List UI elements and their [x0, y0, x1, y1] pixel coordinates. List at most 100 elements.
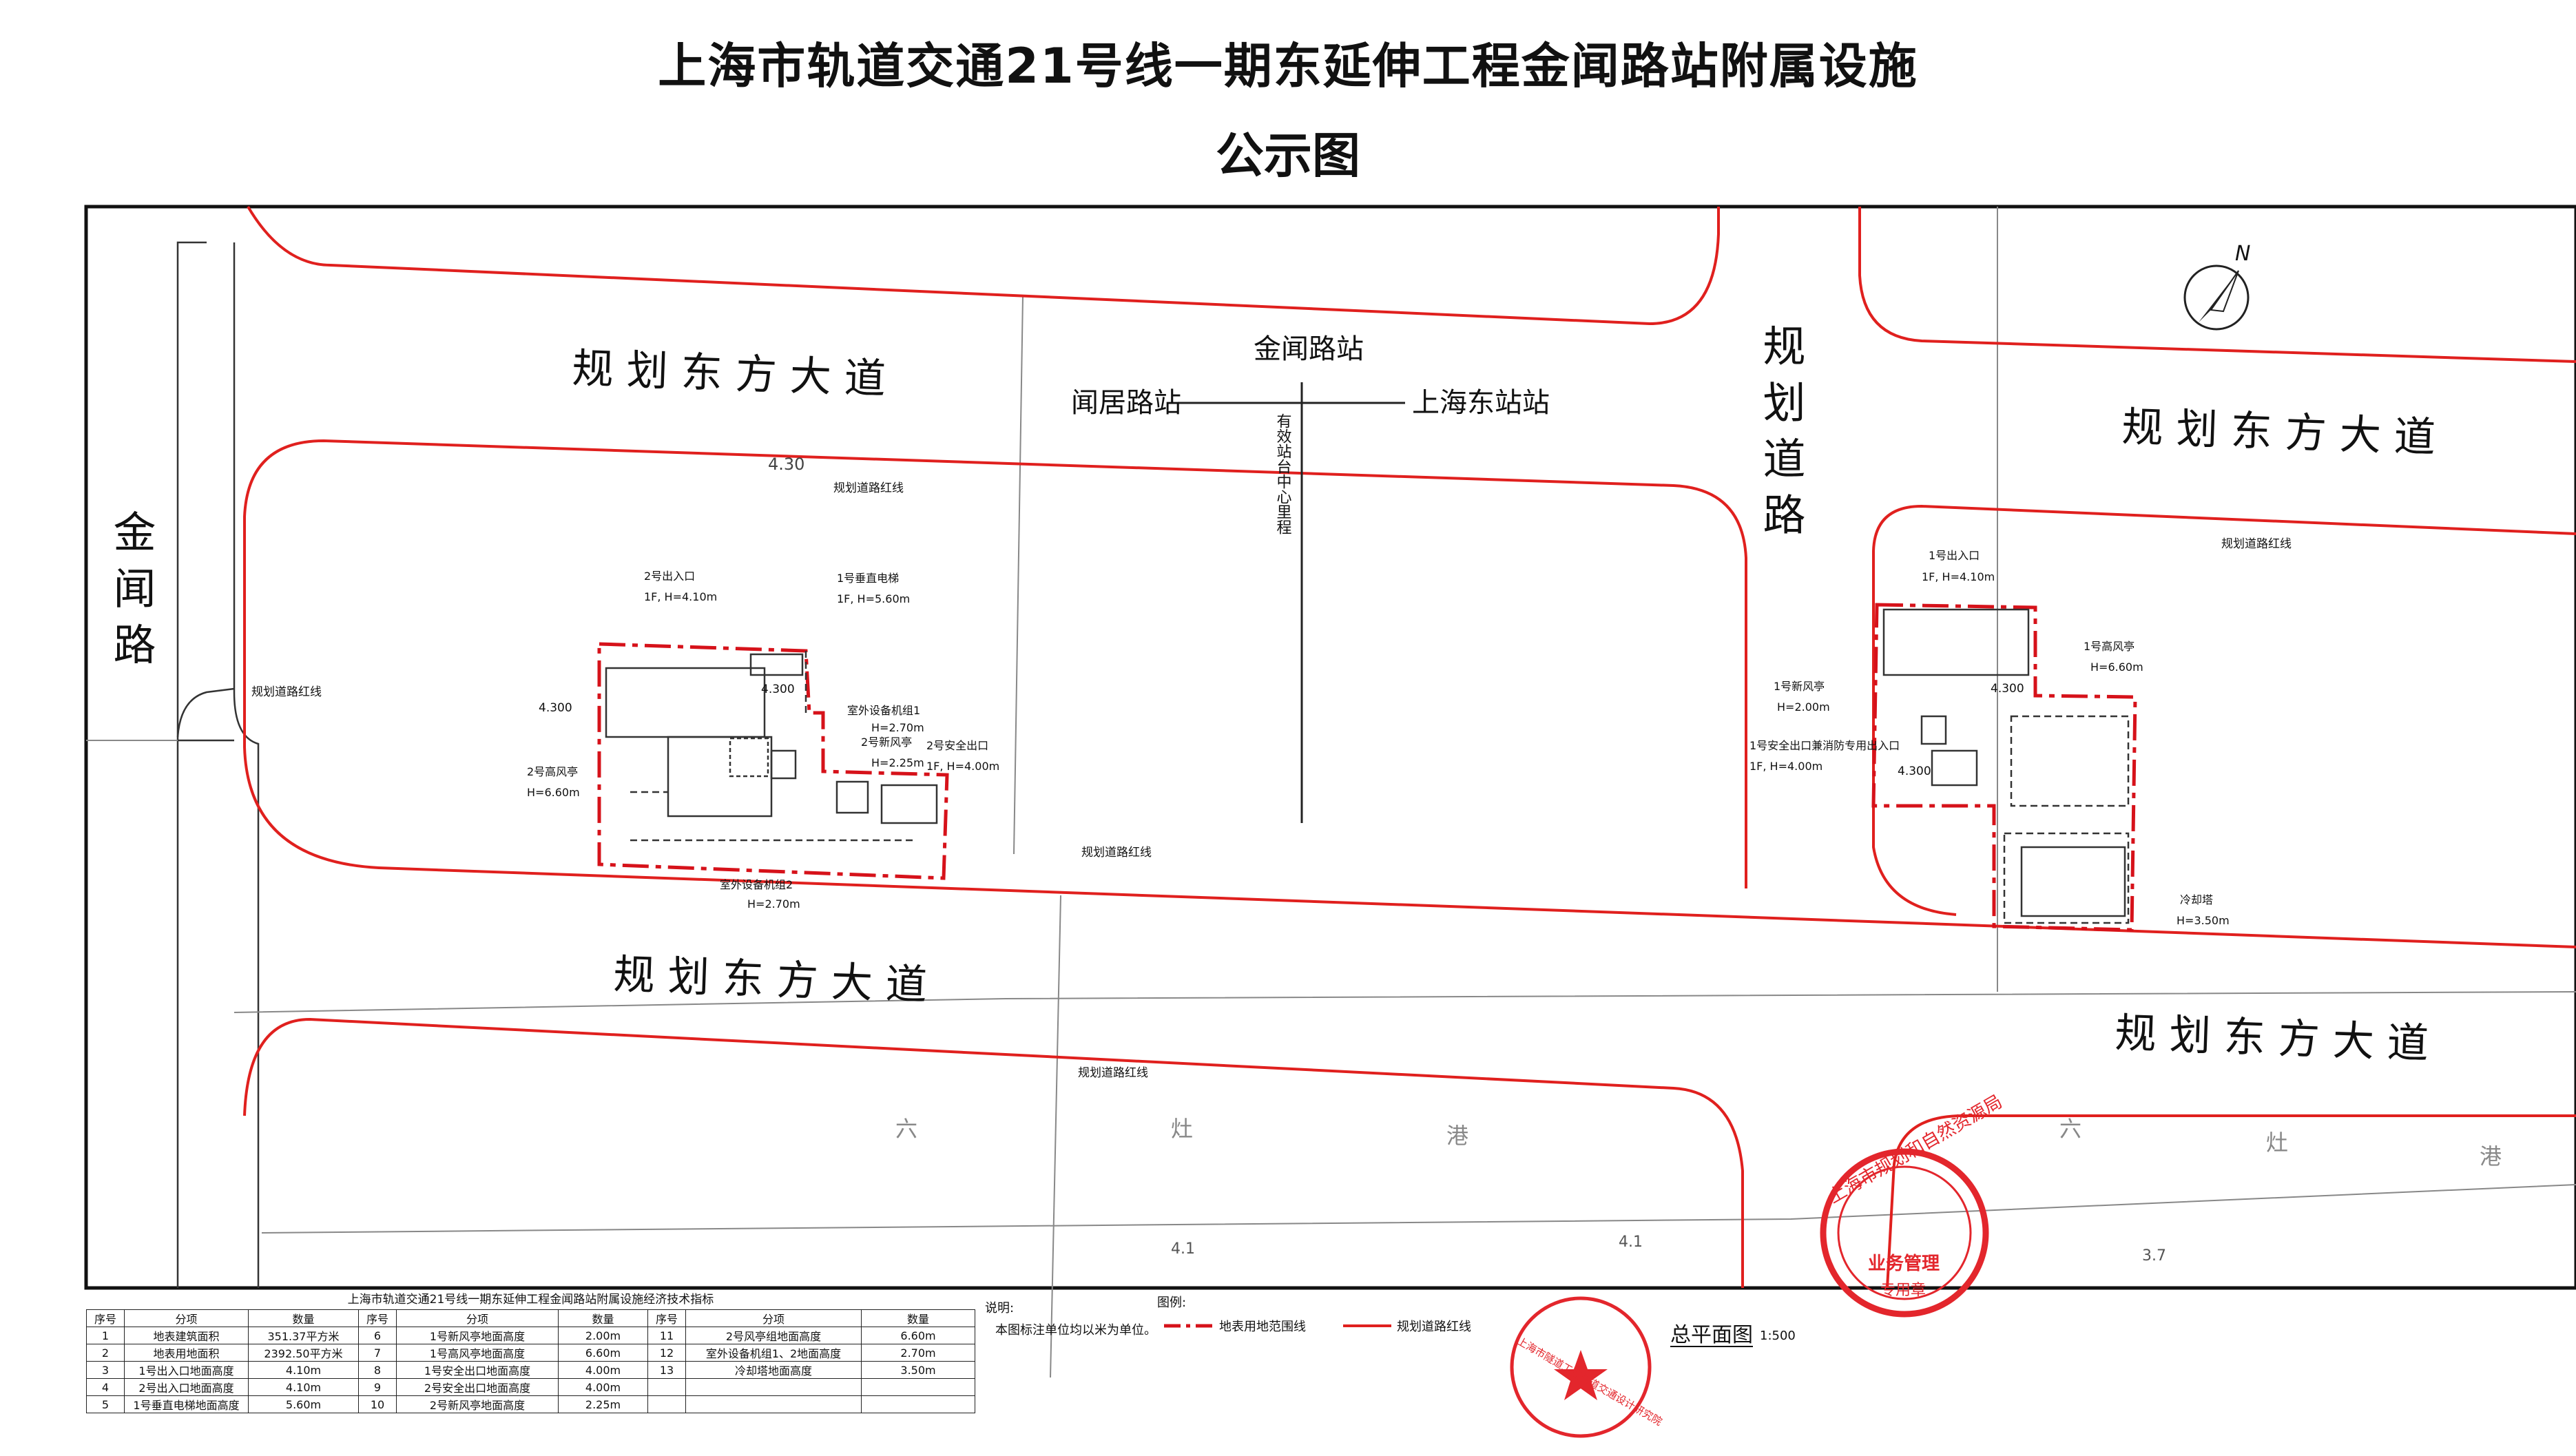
table-cell: 冷却塔地面高度 — [685, 1361, 862, 1379]
river-char-5: 灶 — [2266, 1130, 2288, 1156]
drawing-frame — [84, 205, 2576, 1290]
road-label-upper-left: 规 划 东 方 大 道 — [571, 344, 886, 404]
elevation-7: 4.1 — [1619, 1234, 1643, 1251]
label-outdoor-unit1: 室外设备机组1 — [847, 704, 920, 717]
table-cell: 8 — [358, 1361, 397, 1379]
road-label-upper-right: 规 划 东 方 大 道 — [2121, 403, 2436, 462]
jinwen-road-edges — [176, 241, 260, 1288]
plan-scale: 1:500 — [1760, 1329, 1796, 1343]
label-exit2: 2号出入口 — [644, 570, 695, 583]
label-exit1-spec: 1F, H=4.10m — [1922, 570, 1995, 583]
notes-heading: 说明: — [985, 1301, 1014, 1315]
col-header: 序号 — [647, 1309, 686, 1327]
label-high-air2-spec: H=6.60m — [527, 786, 580, 799]
river-char-6: 港 — [2480, 1143, 2502, 1169]
table-cell: 地表建筑面积 — [124, 1327, 249, 1344]
river-char-4: 六 — [2059, 1116, 2081, 1142]
label-elevator1-spec: 1F, H=5.60m — [837, 592, 910, 605]
elevation-2: 4.300 — [539, 701, 572, 715]
table-cell: 室外设备机组1、2地面高度 — [685, 1344, 862, 1362]
official-stamp — [1820, 1148, 1989, 1318]
station-next: 上海东站站 — [1412, 387, 1550, 419]
label-exit1: 1号出入口 — [1929, 549, 1980, 562]
red-line-label-4: 规划道路红线 — [1081, 846, 1152, 860]
west-facility-labels: 2号出入口 1F, H=4.10m 1号垂直电梯 1F, H=5.60m 室外设… — [527, 570, 999, 911]
table-cell: 3 — [86, 1361, 125, 1379]
table-cell: 7 — [358, 1344, 397, 1362]
red-line-label-5: 规划道路红线 — [1078, 1066, 1148, 1080]
elevation-8: 3.7 — [2142, 1247, 2166, 1265]
table-cell: 4.10m — [248, 1361, 359, 1379]
table-cell: 4.10m — [248, 1378, 359, 1396]
notes-body: 本图标注单位均以米为单位。 — [995, 1323, 1156, 1338]
table-cell: 1号新风亭地面高度 — [396, 1327, 559, 1344]
table-cell: 10 — [358, 1395, 397, 1413]
river-char-3: 港 — [1446, 1123, 1468, 1149]
table-cell: 1 — [86, 1327, 125, 1344]
station-center-label: 有效站台中心里程 — [1274, 413, 1292, 534]
table-caption: 上海市轨道交通21号线一期东延伸工程金闻路站附属设施经济技术指标 — [347, 1293, 714, 1307]
label-high-air1-spec: H=6.60m — [2090, 661, 2143, 674]
elevation-3: 4.300 — [761, 683, 795, 696]
red-line-label-3: 规划道路红线 — [251, 685, 322, 699]
label-cooling-tower-spec: H=3.50m — [2177, 914, 2230, 927]
road-label-left-vertical: 金 闻 路 — [106, 510, 156, 665]
label-safe-exit1-spec: 1F, H=4.00m — [1749, 760, 1822, 773]
stamp-sub-text: 业务管理 — [1868, 1254, 1940, 1274]
table-cell: 1号安全出口地面高度 — [396, 1361, 559, 1379]
table-cell: 12 — [647, 1344, 686, 1362]
east-site-boundary — [1871, 603, 2137, 932]
planned-road-red-lines — [243, 205, 2576, 1289]
table-cell: 2392.50平方米 — [248, 1344, 359, 1362]
table-cell — [647, 1395, 686, 1413]
table-cell — [685, 1378, 862, 1396]
stamp2-main-text: 上海市隧道工程轨道交通设计研究院 — [1515, 1335, 1664, 1428]
label-outdoor-unit2: 室外设备机组2 — [720, 878, 793, 891]
river-char-1: 六 — [895, 1116, 917, 1142]
station-name: 金闻路站 — [1254, 333, 1364, 365]
drawing-subtitle: 公示图 — [1216, 127, 1360, 184]
road-label-lower-left: 规 划 东 方 大 道 — [612, 950, 928, 1010]
elevation-5: 4.300 — [1898, 765, 1931, 778]
elevation-6: 4.1 — [1171, 1240, 1195, 1258]
label-high-air1: 1号高风亭 — [2084, 640, 2134, 653]
label-safe-exit2-spec: 1F, H=4.00m — [926, 760, 999, 773]
elevation-1: 4.30 — [768, 455, 804, 474]
design-institute-stamp — [1510, 1296, 1652, 1438]
col-header: 分项 — [124, 1309, 249, 1327]
label-outdoor-unit1-spec: H=2.70m — [871, 721, 924, 734]
label-fresh-air2: 2号新风亭 — [861, 736, 912, 749]
table-cell — [861, 1378, 975, 1396]
col-header: 序号 — [358, 1309, 397, 1327]
table-cell: 9 — [358, 1378, 397, 1396]
label-elevator1: 1号垂直电梯 — [837, 572, 899, 585]
table-cell: 地表用地面积 — [124, 1344, 249, 1362]
legend-red-line: 规划道路红线 — [1397, 1320, 1471, 1334]
label-safe-exit2: 2号安全出口 — [926, 739, 988, 752]
label-fresh-air1: 1号新风亭 — [1774, 680, 1825, 693]
table-cell — [685, 1395, 862, 1413]
elevation-4: 4.300 — [1991, 682, 2024, 696]
table-cell: 6.60m — [558, 1344, 648, 1362]
table-cell: 2号风亭组地面高度 — [685, 1327, 862, 1344]
label-fresh-air1-spec: H=2.00m — [1777, 700, 1830, 714]
north-label: N — [2235, 242, 2250, 266]
east-facility-labels: 1号出入口 1F, H=4.10m 1号高风亭 H=6.60m 1号新风亭 H=… — [1749, 549, 2230, 927]
table-cell: 2.70m — [861, 1344, 975, 1362]
label-cooling-tower: 冷却塔 — [2180, 893, 2213, 906]
stamp-main-text: 上海市规划和自然资源局 — [1825, 1092, 2006, 1208]
table-cell: 2号新风亭地面高度 — [396, 1395, 559, 1413]
table-cell: 5 — [86, 1395, 125, 1413]
table-cell: 1号垂直电梯地面高度 — [124, 1395, 249, 1413]
table-cell: 2.00m — [558, 1327, 648, 1344]
table-cell: 2号安全出口地面高度 — [396, 1378, 559, 1396]
table-cell: 6.60m — [861, 1327, 975, 1344]
table-cell: 13 — [647, 1361, 686, 1379]
table-cell: 11 — [647, 1327, 686, 1344]
station-prev: 闻居路站 — [1071, 387, 1181, 419]
